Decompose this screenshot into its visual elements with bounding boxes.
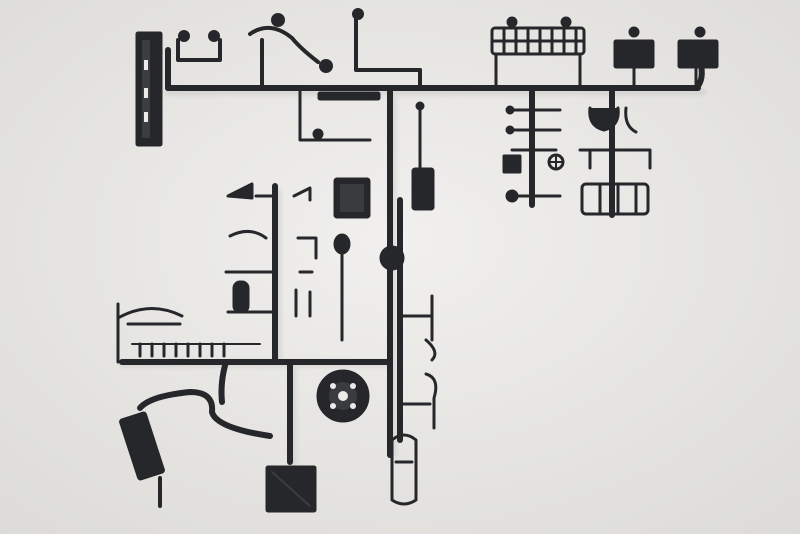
box-part: [265, 465, 317, 513]
mudflap-parts: [613, 26, 719, 88]
muffler-part: [119, 411, 165, 508]
right-branch-parts: [502, 105, 652, 216]
left-cluster-parts: [116, 182, 318, 364]
center-parts: [298, 90, 435, 342]
wheel-hub-part: [316, 369, 370, 423]
exhaust-pipe-part: [137, 359, 273, 439]
top-parts: [176, 8, 422, 88]
sprue-frame: [116, 8, 719, 513]
grille-part: [490, 16, 586, 88]
side-panel-part: [135, 31, 163, 147]
right-bracket-parts: [390, 294, 438, 506]
